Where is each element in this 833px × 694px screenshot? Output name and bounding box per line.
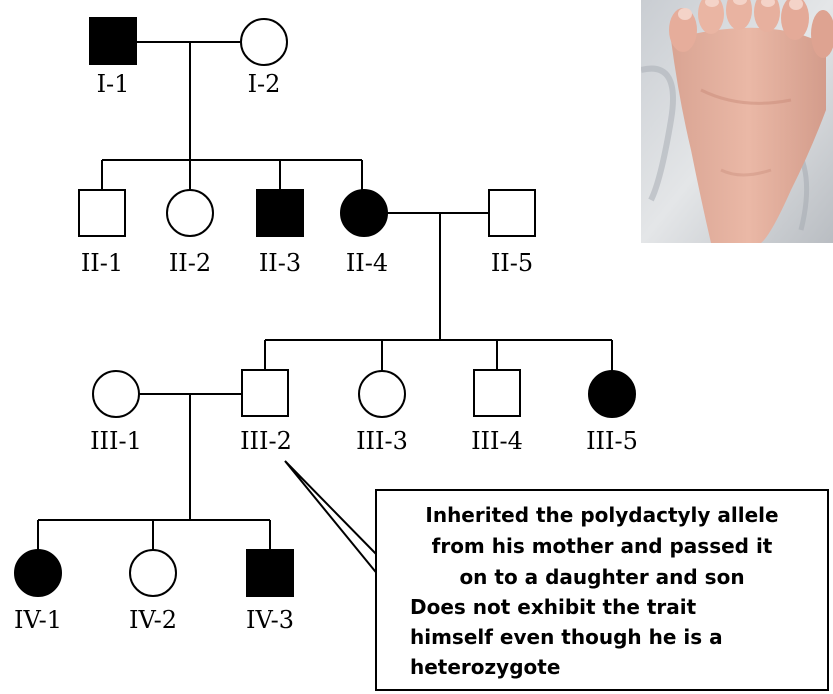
individual-IV-1-symbol — [14, 549, 62, 597]
individual-II-2-symbol — [166, 189, 214, 237]
foot-image — [641, 0, 833, 243]
callout-line-6: heterozygote — [410, 655, 560, 679]
label-II-3: II-3 — [259, 249, 301, 277]
individual-II-1-symbol — [78, 189, 126, 237]
label-III-5: III-5 — [586, 427, 638, 455]
label-III-2: III-2 — [240, 427, 292, 455]
individual-III-2-symbol — [241, 369, 289, 417]
pedigree-lines — [37, 41, 613, 577]
label-III-3: III-3 — [356, 427, 408, 455]
label-IV-3: IV-3 — [246, 606, 294, 634]
callout-line-4: Does not exhibit the trait — [410, 595, 697, 619]
label-III-4: III-4 — [471, 427, 523, 455]
label-I-1: I-1 — [97, 70, 130, 98]
individual-IV-2-symbol — [129, 549, 177, 597]
callout-box: Inherited the polydactyly allele from hi… — [375, 489, 829, 691]
callout-line-3: on to a daughter and son — [459, 565, 744, 589]
individual-III-4-symbol — [473, 369, 521, 417]
individual-I-1-symbol — [89, 17, 137, 65]
pedigree-individuals — [14, 17, 636, 597]
pedigree-labels: I-1 I-2 II-1 II-2 II-3 II-4 II-5 III-1 I… — [14, 70, 638, 634]
callout-line-2: from his mother and passed it — [432, 534, 773, 558]
label-I-2: I-2 — [248, 70, 281, 98]
individual-II-5-symbol — [488, 189, 536, 237]
individual-IV-3-symbol — [246, 549, 294, 597]
individual-I-2-symbol — [240, 18, 288, 66]
label-III-1: III-1 — [90, 427, 142, 455]
individual-II-4-symbol — [340, 189, 388, 237]
callout-border — [375, 489, 829, 691]
callout-line-1: Inherited the polydactyly allele — [425, 503, 778, 527]
label-II-2: II-2 — [169, 249, 211, 277]
polydactyly-foot-photo — [641, 0, 833, 243]
callout-line-5: himself even though he is a — [410, 625, 723, 649]
label-II-5: II-5 — [491, 249, 533, 277]
label-II-1: II-1 — [81, 249, 123, 277]
label-II-4: II-4 — [346, 249, 388, 277]
individual-III-1-symbol — [92, 370, 140, 418]
individual-II-3-symbol — [256, 189, 304, 237]
individual-III-5-symbol — [588, 370, 636, 418]
label-IV-2: IV-2 — [129, 606, 177, 634]
individual-III-3-symbol — [358, 370, 406, 418]
label-IV-1: IV-1 — [14, 606, 62, 634]
